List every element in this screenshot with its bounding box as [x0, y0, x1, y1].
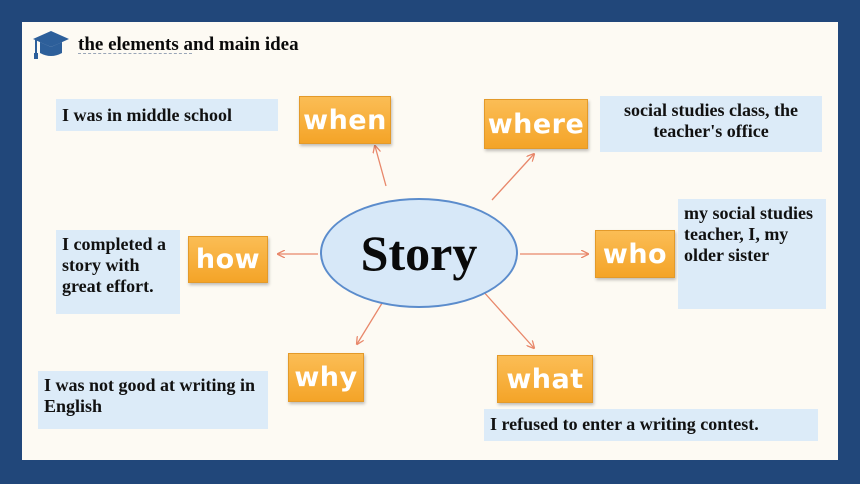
node-why: why: [288, 353, 364, 402]
detail-why: I was not good at writing in English: [38, 371, 268, 429]
arrow-where: [491, 154, 534, 201]
node-what: what: [497, 355, 593, 403]
node-how: how: [188, 236, 268, 283]
title-underline: [78, 53, 192, 54]
detail-how: I completed a story with great effort.: [56, 230, 180, 314]
slide: the elements and main idea Story when wh…: [22, 22, 838, 460]
arrow-when: [375, 146, 387, 187]
arrow-what: [481, 289, 534, 348]
node-who: who: [595, 230, 675, 278]
node-when: when: [299, 96, 391, 144]
arrow-why: [357, 299, 385, 344]
detail-who: my social studies teacher, I, my older s…: [678, 199, 826, 309]
node-where: where: [484, 99, 588, 149]
detail-what: I refused to enter a writing contest.: [484, 409, 818, 441]
detail-where: social studies class, the teacher's offi…: [600, 96, 822, 152]
connector-arrows: [22, 22, 838, 460]
graduation-cap-icon: [33, 31, 69, 59]
page-title: the elements and main idea: [78, 34, 299, 55]
center-story: Story: [320, 198, 518, 308]
title-row: the elements and main idea: [32, 28, 299, 62]
detail-when: I was in middle school: [56, 99, 278, 131]
